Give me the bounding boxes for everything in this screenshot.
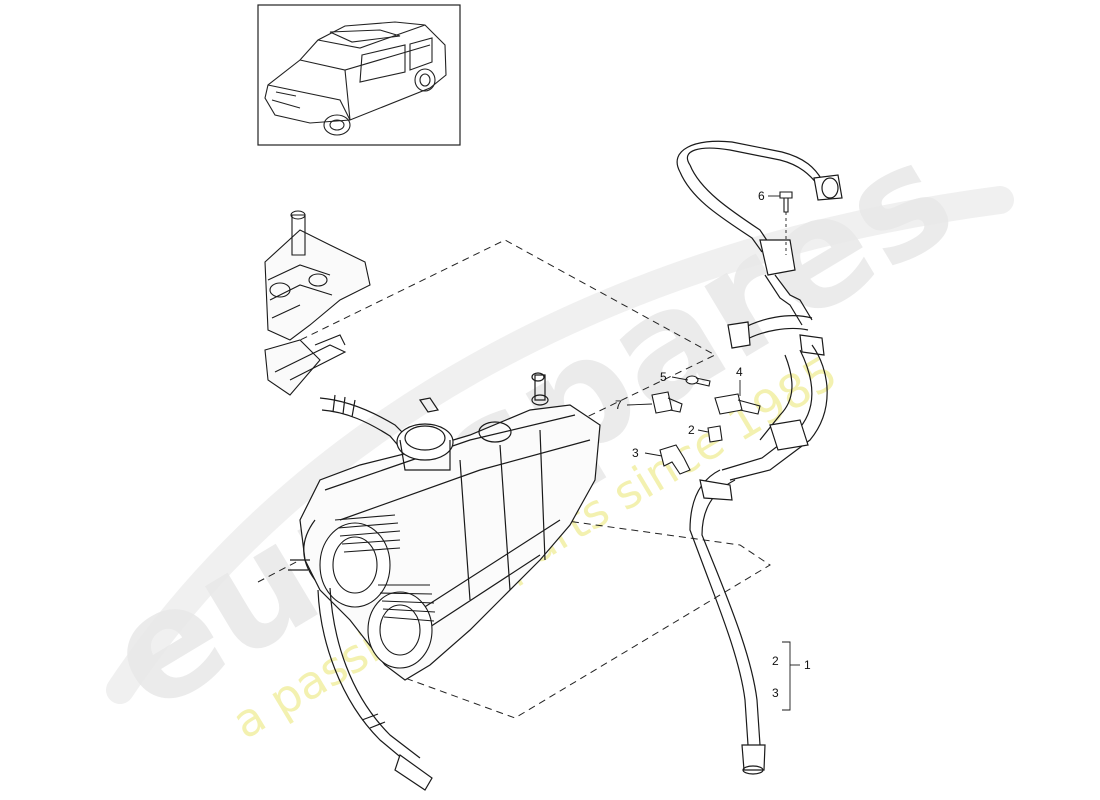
callout-5: 5	[660, 370, 667, 384]
upper-dashed-frame	[289, 239, 717, 431]
callout-4: 4	[736, 365, 743, 379]
valve-item-7	[651, 391, 683, 414]
callout-leaders	[626, 195, 800, 711]
watermark-swoosh	[106, 186, 1014, 704]
callout-3-small: 3	[632, 446, 639, 460]
suv-car-icon	[264, 21, 447, 136]
vehicle-thumbnail-frame	[257, 4, 461, 146]
bolt-item-5	[685, 375, 711, 387]
sleeve-item-2	[707, 425, 723, 443]
callout-labels: 6 5 4 7 2 3 2 3 1	[615, 189, 811, 700]
callout-2-small: 2	[688, 423, 695, 437]
vent-hose-left	[319, 394, 411, 451]
camshaft-adjuster	[319, 514, 436, 669]
lower-coolant-hose	[317, 587, 433, 791]
sensor-item-4	[714, 393, 761, 415]
callout-3-bracket: 3	[772, 686, 779, 700]
assembly-dashed-outlines	[257, 239, 771, 719]
vehicle-thumbnail	[257, 4, 461, 146]
callout-2-bracket: 2	[772, 654, 779, 668]
callout-7: 7	[615, 398, 622, 412]
intake-manifold	[264, 210, 371, 396]
lower-dashed-frame	[257, 519, 771, 719]
bracket-item-3	[659, 444, 691, 475]
callout-1: 1	[804, 658, 811, 672]
callout-6: 6	[758, 189, 765, 203]
